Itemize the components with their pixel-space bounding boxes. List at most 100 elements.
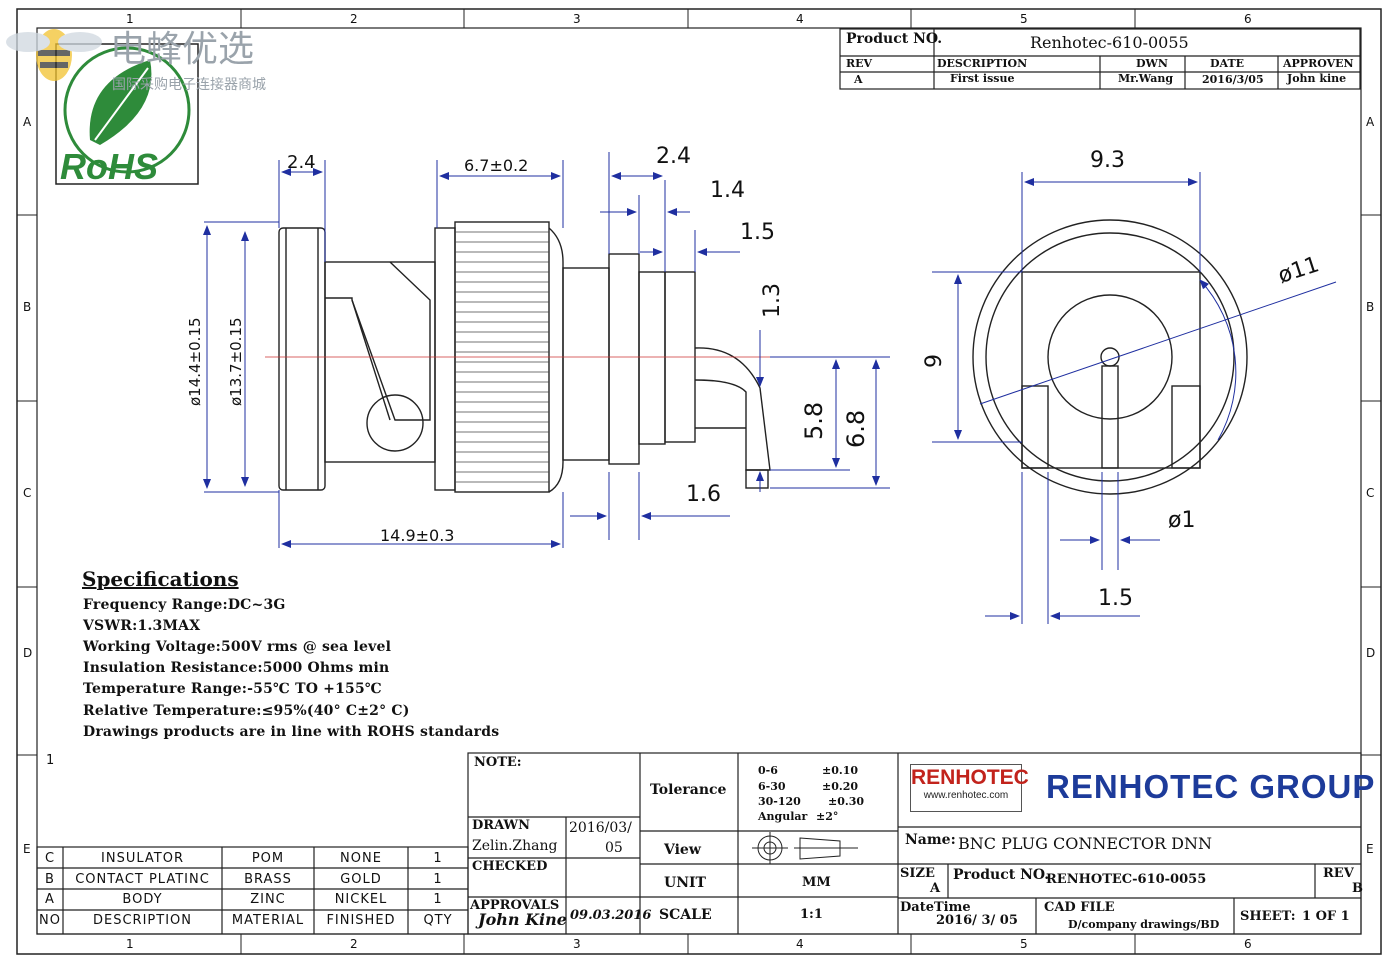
bom-head-fin: FINISHED: [326, 913, 396, 928]
bom-row-b-mat: BRASS: [244, 872, 292, 887]
watermark-brand: 电蜂优选: [110, 28, 255, 69]
rohs-logo: [55, 43, 199, 185]
bom-row-a-no: A: [45, 892, 55, 907]
dim-1-3: 1.3: [760, 283, 785, 318]
tb-drawn-name: Zelin.Zhang: [472, 838, 558, 854]
tb-tol-range-3: Angular: [758, 810, 808, 823]
tb-sheet: 1 OF 1: [1302, 909, 1350, 924]
grid-col-1: 1: [126, 12, 134, 26]
bom-row-b-desc: CONTACT PLATINC: [75, 872, 210, 887]
grid-row-b-right: B: [1366, 300, 1375, 314]
grid-row-e-right: E: [1366, 842, 1374, 856]
grid-row-b: B: [23, 300, 32, 314]
bom-row-c-desc: INSULATOR: [101, 851, 184, 866]
header-product-no: Renhotec-610-0055: [1030, 33, 1189, 52]
tb-tolerance-label: Tolerance: [650, 782, 727, 798]
grid-col-6: 6: [1244, 12, 1252, 26]
dim-6-7: 6.7±0.2: [464, 156, 529, 175]
bom-row-a-qty: 1: [433, 892, 443, 907]
spec-relative-temp: Relative Temperature:≤95%(40° C±2° C): [83, 703, 410, 719]
grid-col-3: 3: [573, 12, 581, 26]
tb-approvals-label: APPROVALS: [470, 898, 560, 913]
tb-unit: MM: [802, 875, 831, 890]
header-dwn: Mr.Wang: [1118, 72, 1174, 85]
dim-2-4-top: 2.4: [287, 152, 316, 173]
tb-product-no: RENHOTEC-610-0055: [1046, 872, 1207, 887]
header-date-label: DATE: [1210, 57, 1245, 70]
grid-row-a: A: [23, 115, 32, 129]
grid-col-5-bottom: 5: [1020, 937, 1028, 951]
specs-title: Specifications: [82, 567, 239, 591]
tb-tol-val-3: ±2°: [816, 810, 839, 823]
tb-unit-label: UNIT: [664, 875, 706, 891]
dim-1-5-front: 1.5: [1098, 586, 1133, 611]
grid-row-a-right: A: [1366, 115, 1375, 129]
tb-tol-val-1: ±0.20: [822, 780, 859, 793]
tb-product-no-label: Product NO.: [953, 867, 1050, 883]
header-approved: John kine: [1287, 72, 1347, 85]
tb-rev: B: [1352, 881, 1363, 896]
grid-col-2: 2: [350, 12, 358, 26]
tb-rev-label: REV: [1323, 866, 1354, 881]
grid-row-e: E: [23, 842, 31, 856]
tb-approvals-date: 09.03.2016: [570, 908, 652, 923]
bee-watermark-icon: [6, 29, 102, 81]
spec-rohs: Drawings products are in line with ROHS …: [83, 724, 500, 740]
bom-row-a-fin: NICKEL: [334, 892, 388, 907]
tb-note-label: NOTE:: [474, 755, 522, 770]
tb-drawn-label: DRAWN: [472, 818, 530, 833]
spec-voltage: Working Voltage:500V rms @ sea level: [83, 639, 392, 655]
bom-row-b-no: B: [45, 872, 55, 887]
bom-row-c-no: C: [44, 851, 56, 866]
dim-6-8: 6.8: [842, 409, 870, 448]
grid-row-d-right: D: [1366, 646, 1376, 660]
bom-head-mat: MATERIAL: [231, 913, 305, 928]
dim-14-9: 14.9±0.3: [380, 526, 455, 545]
tb-name: BNC PLUG CONNECTOR DNN: [958, 834, 1212, 853]
grid-row-c-right: C: [1366, 486, 1375, 500]
grid-col-4-bottom: 4: [796, 937, 804, 951]
grid-col-3-bottom: 3: [573, 937, 581, 951]
tb-datetime: 2016/ 3/ 05: [936, 913, 1018, 928]
tb-view-label: View: [664, 842, 701, 858]
header-rev-label: REV: [846, 57, 873, 70]
header-dwn-label: DWN: [1136, 57, 1168, 70]
tb-approvals-sign: John Kine: [478, 910, 567, 929]
bom-row-a-mat: ZINC: [250, 892, 286, 907]
bom-row-c-qty: 1: [433, 851, 443, 866]
grid-col-4: 4: [796, 12, 804, 26]
bom-row-b-fin: GOLD: [340, 872, 382, 887]
tb-drawn-date1: 2016/03/: [569, 820, 632, 836]
spec-frequency: Frequency Range:DC~3G: [83, 597, 286, 613]
tb-tol-range-0: 0-6: [758, 764, 778, 777]
tb-size-label: SIZE: [900, 866, 935, 881]
tb-tol-range-1: 6-30: [758, 780, 786, 793]
grid-row-d: D: [23, 646, 33, 660]
bom-head-no: NO: [39, 913, 61, 928]
bom-row-c-mat: POM: [251, 851, 285, 866]
dim-2-4-right: 2.4: [656, 144, 691, 169]
header-desc-label: DESCRIPTION: [937, 57, 1028, 70]
grid-row-c: C: [23, 486, 32, 500]
grid-col-2-bottom: 2: [350, 937, 358, 951]
dim-5-8: 5.8: [800, 401, 828, 440]
company-url: www.renhotec.com: [923, 790, 1009, 801]
tb-scale-label: SCALE: [659, 907, 712, 923]
bom-row-c-fin: NONE: [340, 851, 382, 866]
tb-checked-label: CHECKED: [472, 859, 548, 874]
bom-head-desc: DESCRIPTION: [93, 913, 192, 928]
dim-1-6: 1.6: [686, 482, 721, 507]
dim-dia-14-4: ø14.4±0.15: [186, 317, 204, 406]
bom-row-b-qty: 1: [433, 872, 443, 887]
tb-drawn-date2: 05: [605, 840, 623, 856]
tb-cad: D/company drawings/BD: [1068, 918, 1220, 931]
dim-dia-1: ø1: [1168, 508, 1196, 533]
tb-sheet-label: SHEET:: [1240, 909, 1296, 924]
tb-size: A: [930, 881, 941, 896]
grid-col-6-bottom: 6: [1244, 937, 1252, 951]
tb-name-label: Name:: [905, 832, 956, 848]
bom-head-qty: QTY: [423, 913, 453, 928]
header-date: 2016/3/05: [1202, 73, 1264, 86]
dim-1-5: 1.5: [740, 220, 775, 245]
header-rev: A: [854, 73, 863, 86]
